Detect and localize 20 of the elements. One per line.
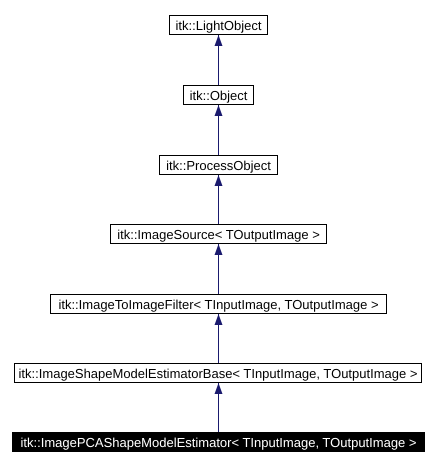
inheritance-arrow: [214, 244, 222, 294]
class-name: itk::ImageShapeModelEstimatorBase< TInputImage, TOutputImage >: [18, 366, 418, 380]
class-name: itk::LightObject: [176, 18, 262, 32]
inheritance-arrow: [214, 104, 222, 156]
class-box: [14, 363, 422, 383]
inheritance-arrow: [214, 314, 222, 364]
class-name: itk::ImageSource< TOutputImage >: [117, 226, 320, 242]
current-class-box: [12, 432, 425, 452]
class-name: itk::ImageToImageFilter< TInputImage, TOutputImage >: [58, 296, 379, 312]
inheritance-arrow: [214, 174, 222, 224]
inheritance-arrow: [214, 34, 222, 86]
class-box: [159, 155, 278, 175]
class-name: itk::ProcessObject: [166, 158, 271, 172]
class-name: itk::Object: [190, 88, 248, 102]
inheritance-arrow: [214, 382, 222, 432]
class-box: [169, 15, 268, 35]
class-box: [183, 85, 254, 105]
class-box: [110, 224, 327, 244]
class-name: itk::ImagePCAShapeModelEstimator< TInputImage, TOutputImage >: [20, 434, 416, 450]
class-box: [50, 294, 387, 314]
